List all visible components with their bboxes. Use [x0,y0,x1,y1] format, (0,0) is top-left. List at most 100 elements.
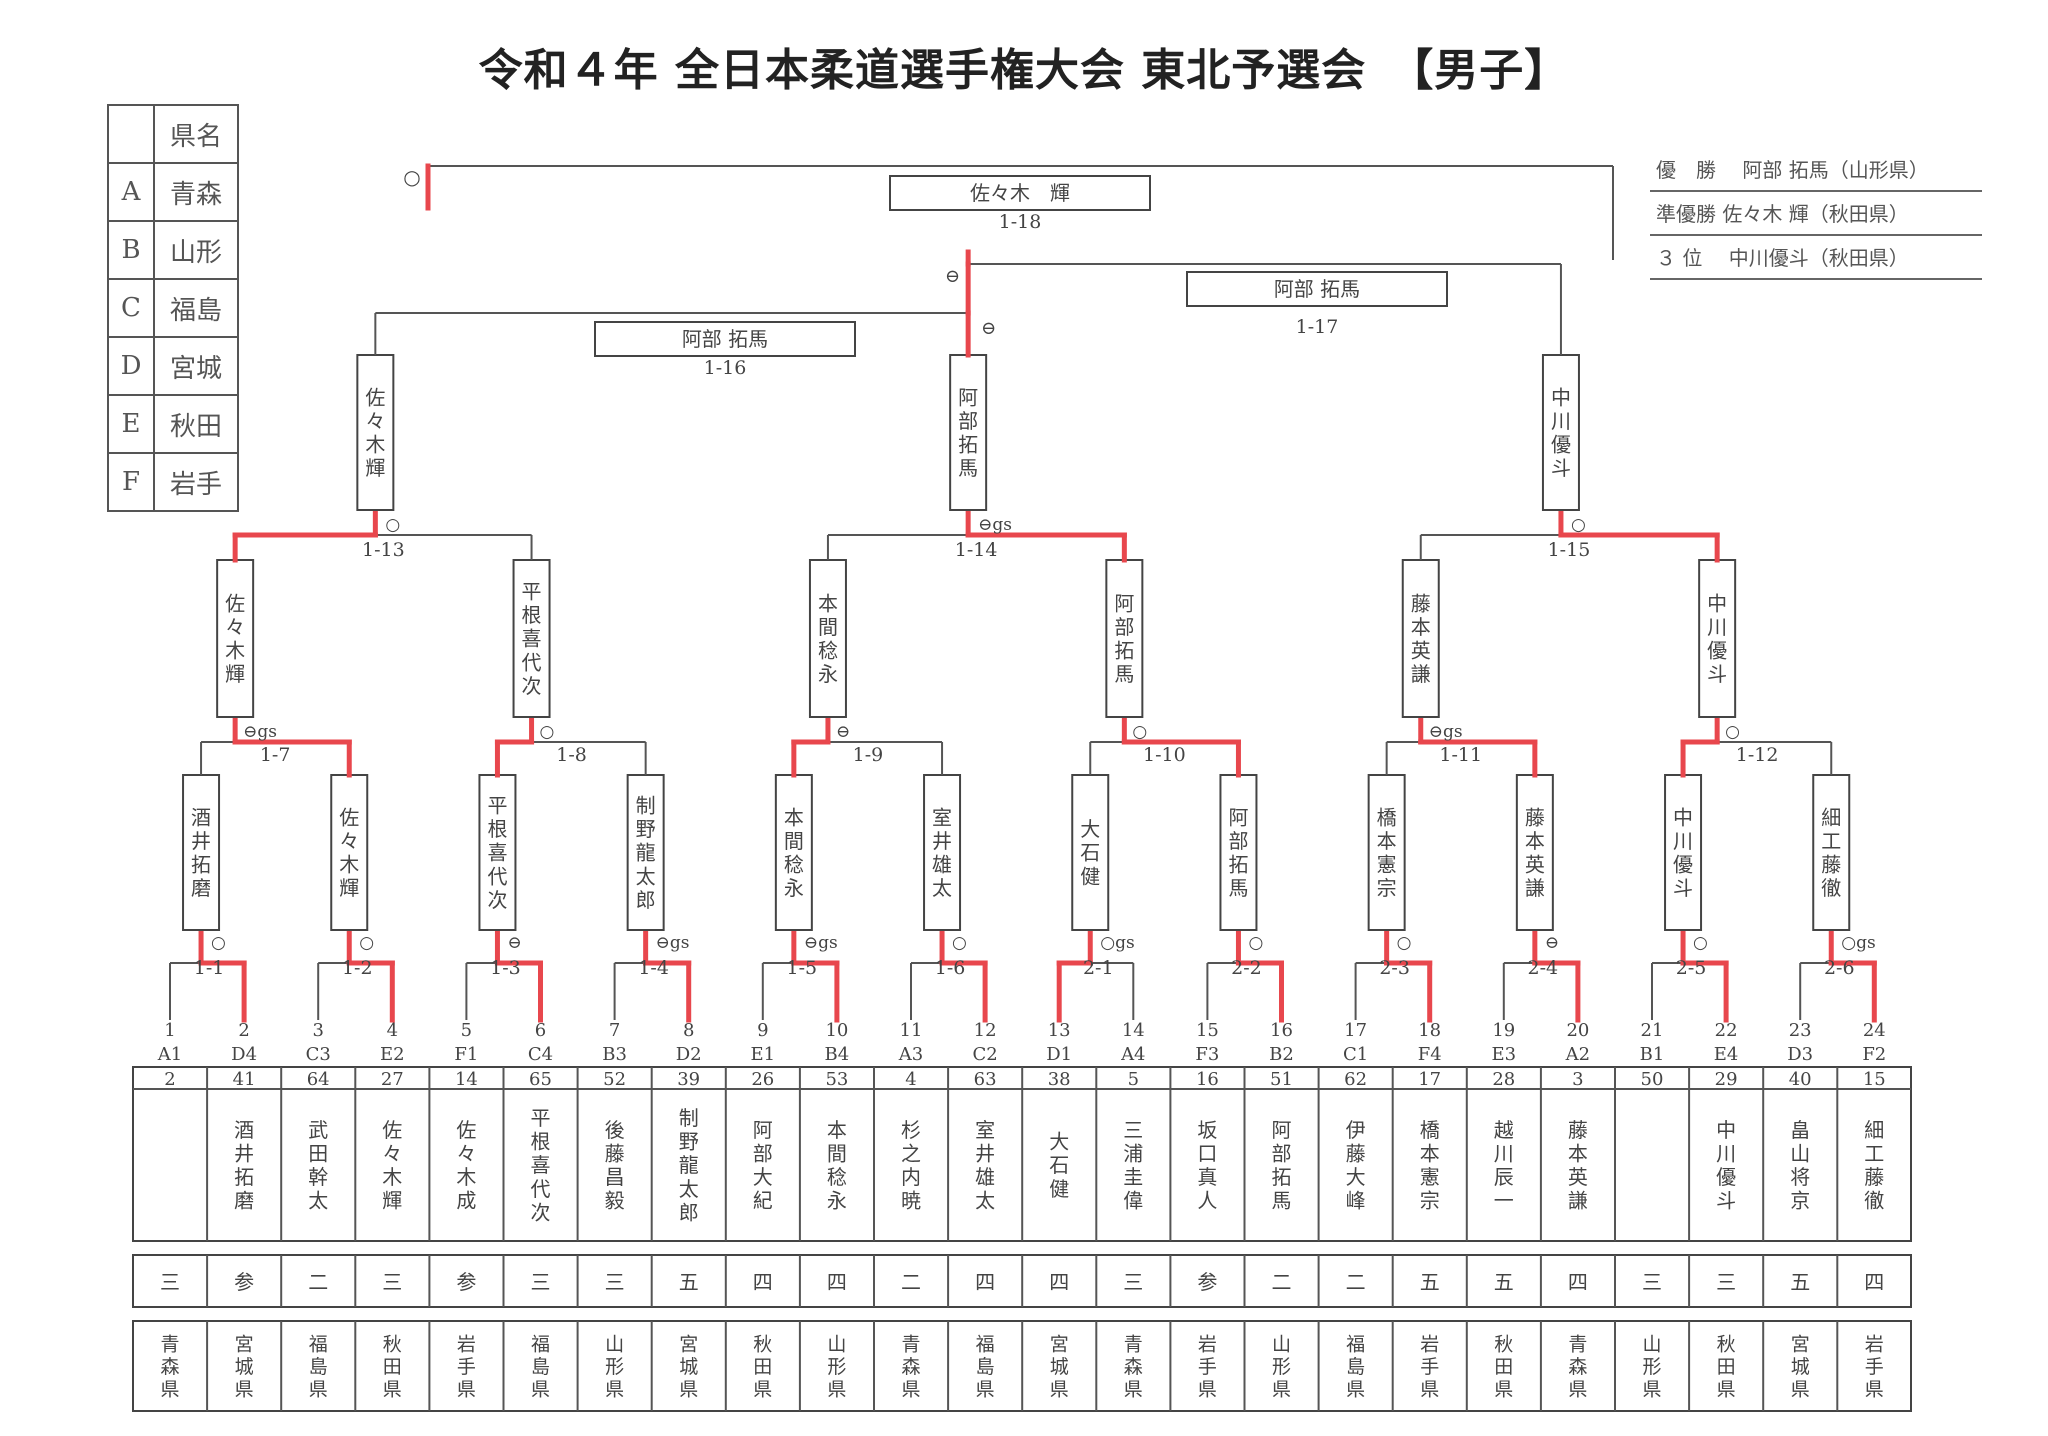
result-third: ３ 位 中川優斗（秋田県） [1650,240,1982,280]
match-label: 1-17 [1296,316,1339,338]
player-code: D2 [676,1044,702,1065]
name-char: 井 [191,829,211,853]
player-code: F3 [1195,1044,1219,1065]
name-char: 木 [339,853,359,877]
name-char: 斗 [1673,876,1693,900]
name-char: 々 [365,409,385,433]
name-char: 京 [1790,1189,1810,1213]
name-char: 県 [1050,1378,1069,1400]
name-char: 佐 [339,805,359,829]
name-char: 県 [1124,1378,1143,1400]
name-char: 間 [818,615,838,639]
name-char: 次 [531,1200,551,1224]
name-char: 宮 [1791,1333,1810,1355]
name-char: 平 [531,1106,551,1130]
name-char: 喜 [487,841,507,865]
name-char: 制 [636,794,656,818]
name-char: 伊 [1346,1118,1366,1142]
player-code: C2 [972,1044,997,1065]
name-char: 本 [1377,829,1397,853]
player-code: F1 [454,1044,478,1065]
name-char: 県 [1865,1378,1884,1400]
name-char: 阿 [1228,805,1248,829]
name-char: 県 [679,1378,698,1400]
name-char: 代 [487,864,507,888]
match-label: 1-11 [1439,744,1482,766]
name-char: 健 [1080,864,1100,888]
name-char: 県 [235,1378,254,1400]
name-char: 佐 [456,1118,476,1142]
name-char: 岩 [1198,1333,1217,1355]
player-code: B3 [602,1044,627,1065]
player-prefecture: 宮城県 [1050,1333,1069,1400]
name-char: 川 [1494,1141,1514,1165]
name-char: 大 [753,1165,773,1189]
name-char: 拓 [958,433,978,457]
name-char: 石 [1049,1153,1069,1177]
pref-name: 秋田 [153,394,239,454]
name-char: 県 [901,1378,920,1400]
name-char: 岩 [1420,1333,1439,1355]
winner-box [356,354,395,511]
name-char: 根 [531,1130,551,1154]
name-char: 宮 [235,1333,254,1355]
name-char: 島 [309,1356,328,1378]
name-char: 謙 [1411,662,1431,686]
player-grade: 二 [1272,1270,1292,1294]
player-code: E3 [1492,1044,1517,1065]
match-result-mark: ⊖gs [1429,722,1463,742]
player-grade: 四 [753,1270,773,1294]
player-grade: 二 [901,1270,921,1294]
player-entry-number: 15 [1863,1069,1886,1090]
name-char: 宮 [1050,1333,1069,1355]
name-char: 磨 [191,876,211,900]
name-char: 室 [932,805,952,829]
match-result-mark: ○ [540,722,555,742]
player-entry-number: 28 [1492,1069,1515,1090]
result-champion: 優 勝 阿部 拓馬（山形県） [1650,152,1982,192]
player-number: 16 [1270,1020,1293,1041]
player-prefecture: 福島県 [1346,1333,1365,1400]
name-char: 宮 [679,1333,698,1355]
player-prefecture: 岩手県 [1198,1333,1217,1400]
name-char: 福 [1346,1333,1365,1355]
name-char: 峰 [1346,1189,1366,1213]
player-prefecture: 秋田県 [1494,1333,1513,1400]
name-char: 県 [1642,1378,1661,1400]
name-char: 岩 [1865,1333,1884,1355]
name-char: 手 [1865,1356,1884,1378]
player-grade: 五 [1494,1270,1514,1294]
player-entry-number: 52 [603,1069,626,1090]
player-entry-number: 3 [1572,1069,1583,1090]
player-entry-number: 63 [974,1069,997,1090]
player-entry-number: 17 [1418,1069,1441,1090]
name-char: 城 [235,1356,254,1378]
name-char: 々 [456,1141,476,1165]
name-char: 森 [160,1356,179,1378]
player-code: A4 [1120,1044,1145,1065]
match-result-mark: ⊖ [945,266,960,287]
name-char: 県 [753,1378,772,1400]
winner-box [1812,774,1851,931]
name-char: 川 [1551,409,1571,433]
name-char: 部 [1114,615,1134,639]
match-label: 1-13 [362,539,405,561]
name-char: 暁 [901,1189,921,1213]
name-char: 県 [160,1378,179,1400]
player-entry-number: 51 [1270,1069,1293,1090]
name-char: 優 [1551,433,1571,457]
match-label: 1-9 [853,744,884,766]
name-char: 根 [487,817,507,841]
player-grade: 五 [1420,1270,1440,1294]
player-code: D1 [1046,1044,1072,1065]
name-char: 部 [958,409,978,433]
